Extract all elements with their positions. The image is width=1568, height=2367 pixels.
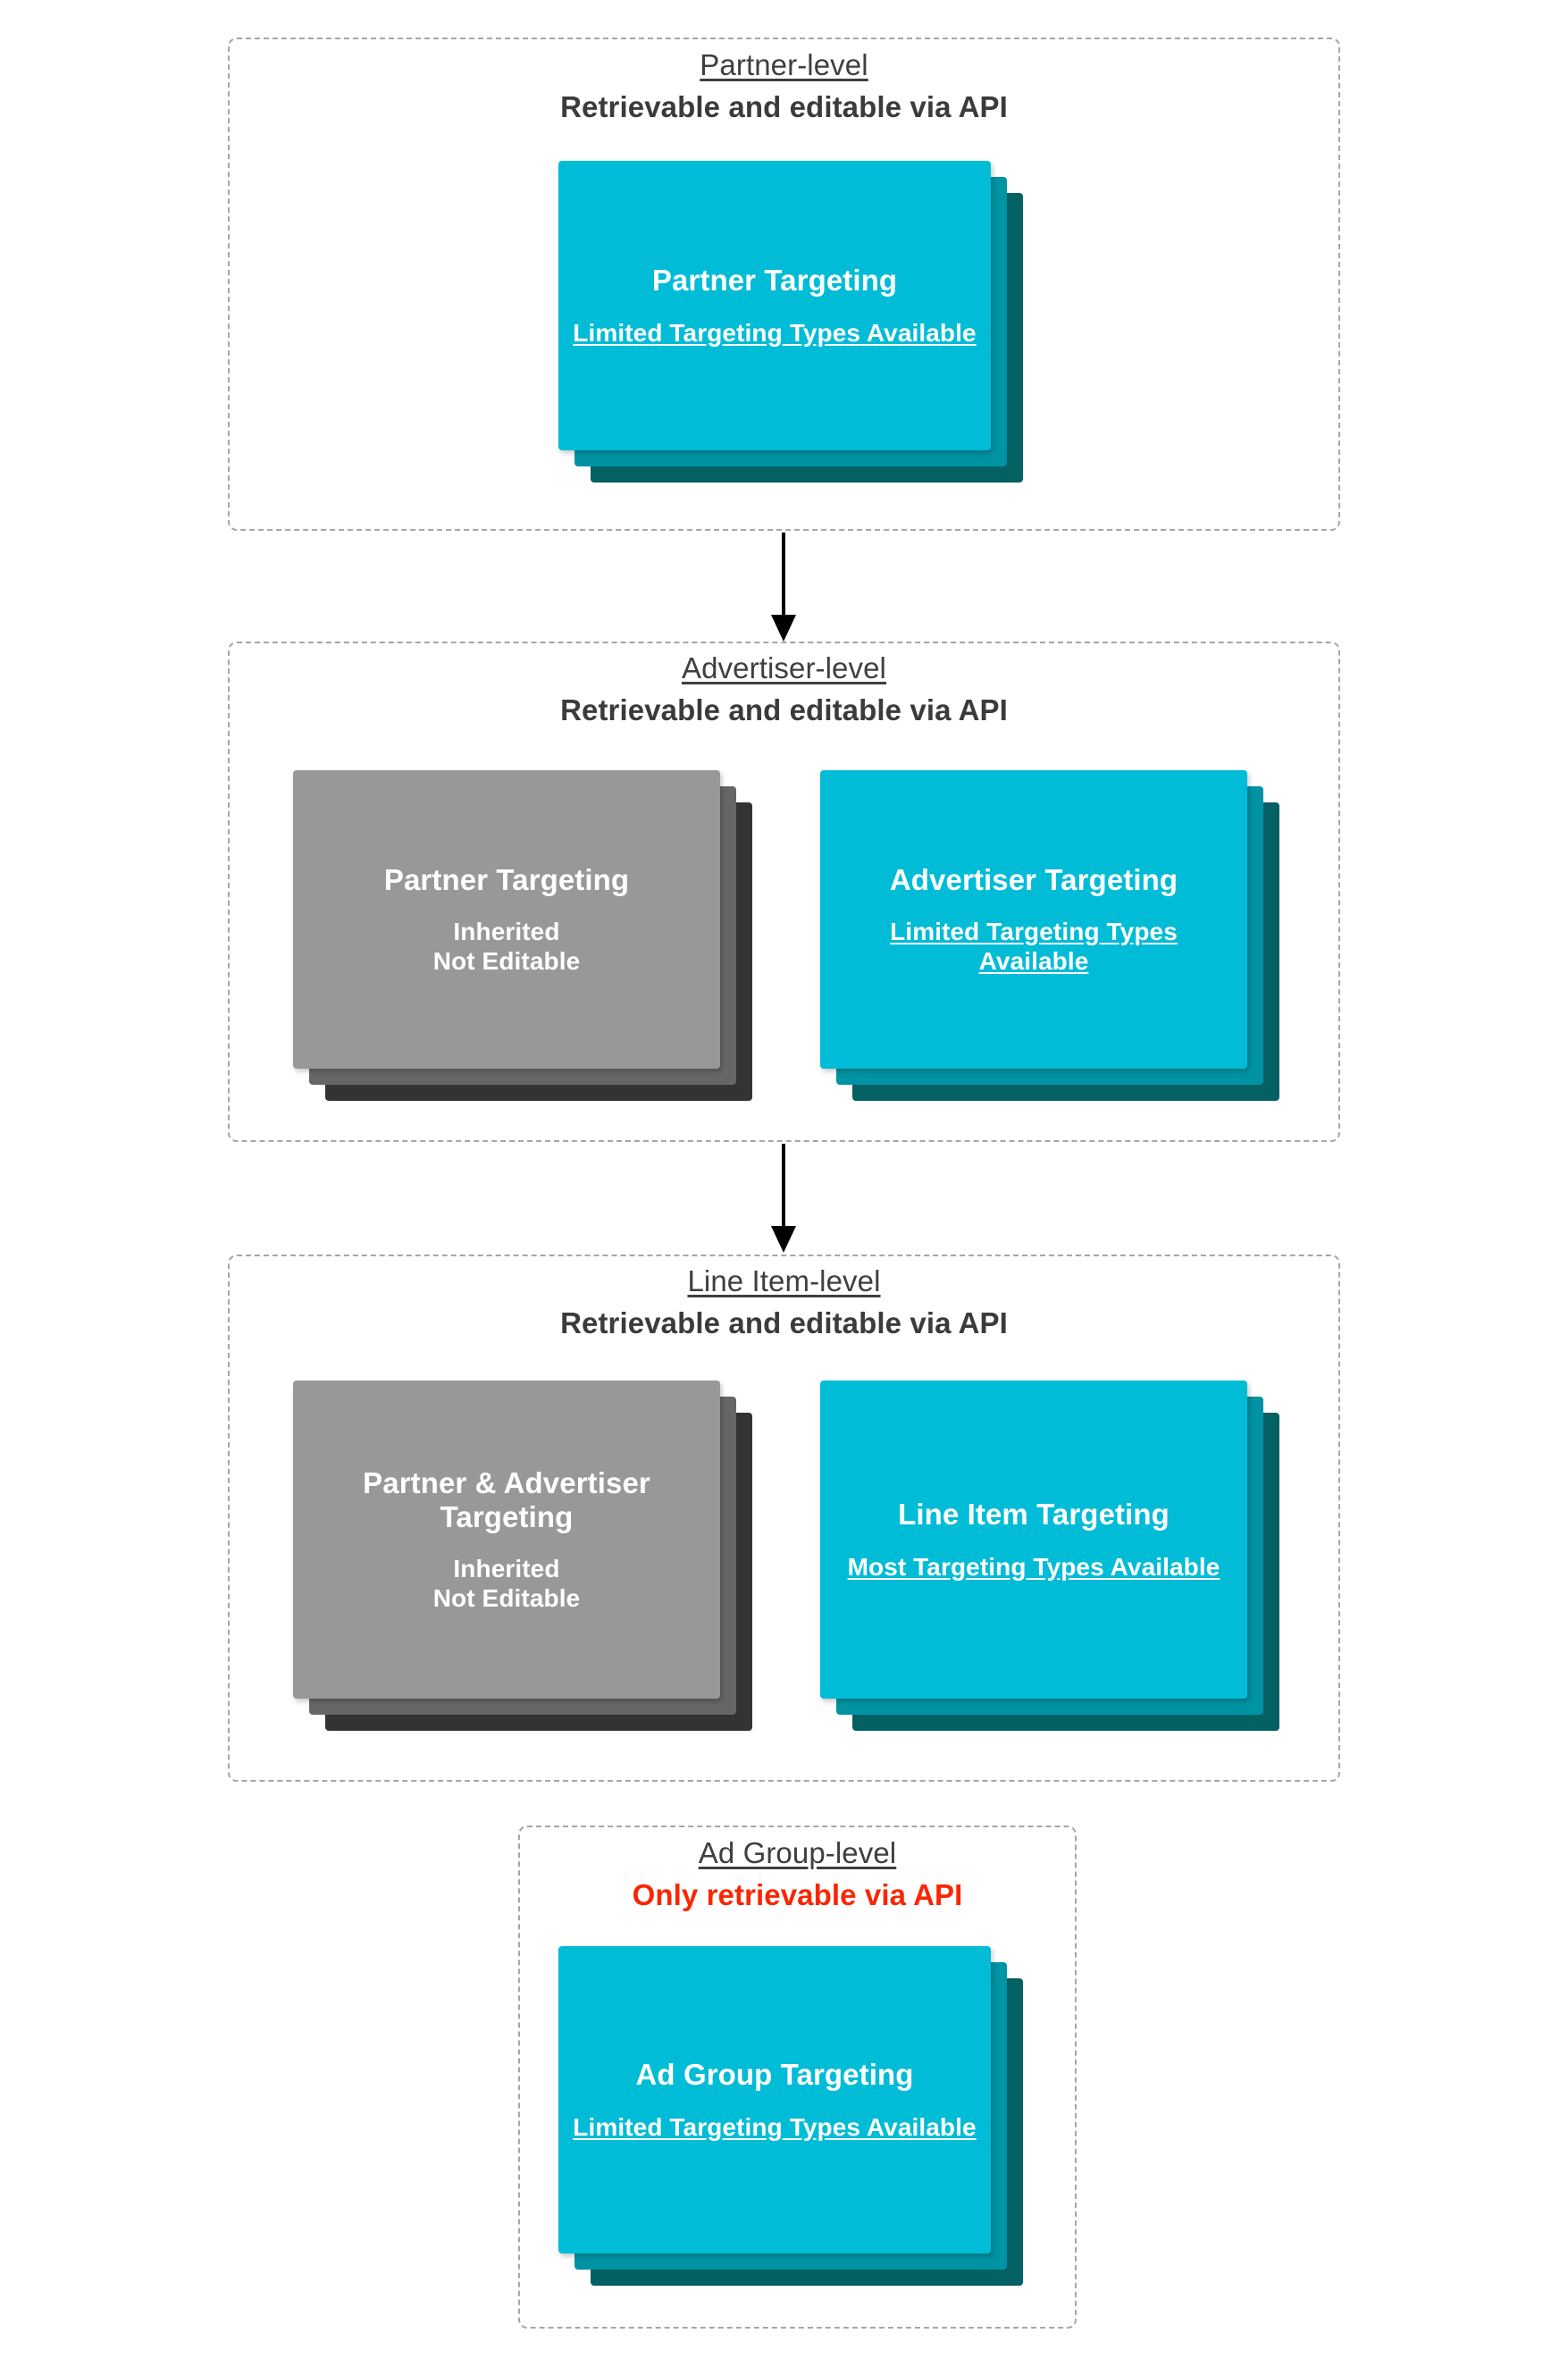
level-subtitle: Retrievable and editable via API xyxy=(560,90,1008,124)
card-layer-front: Partner & Advertiser Targeting Inherited… xyxy=(293,1381,720,1699)
level-container-line-item xyxy=(228,1255,1340,1782)
arrow-advertiser-to-line-item xyxy=(771,1144,796,1253)
card-stack-line-item-inherited[interactable]: Partner & Advertiser Targeting Inherited… xyxy=(293,1381,758,1738)
card-layer-front: Partner Targeting Inherited Not Editable xyxy=(293,770,720,1069)
card-title: Partner Targeting xyxy=(651,264,898,298)
level-title: Advertiser-level xyxy=(681,651,886,684)
card-layer-front: Advertiser Targeting Limited Targeting T… xyxy=(820,770,1247,1069)
card-subtitle: Most Targeting Types Available xyxy=(847,1552,1220,1581)
level-container-advertiser xyxy=(228,642,1340,1142)
card-layer-front: Line Item Targeting Most Targeting Types… xyxy=(820,1381,1247,1699)
level-header-line-item: Line Item-level Retrievable and editable… xyxy=(228,1263,1340,1342)
card-title: Ad Group Targeting xyxy=(635,2058,914,2092)
card-title: Partner & Advertiser Targeting xyxy=(363,1465,650,1533)
card-stack-advertiser-inherited-partner[interactable]: Partner Targeting Inherited Not Editable xyxy=(293,770,758,1101)
card-title: Partner Targeting xyxy=(383,862,630,896)
level-container-ad-group xyxy=(518,1826,1077,2329)
card-title: Advertiser Targeting xyxy=(889,862,1178,896)
card-layer-front: Partner Targeting Limited Targeting Type… xyxy=(558,161,991,450)
card-stack-partner-targeting[interactable]: Partner Targeting Limited Targeting Type… xyxy=(558,161,1023,483)
card-subtitle: Limited Targeting Types Available xyxy=(890,918,1178,976)
card-subtitle: Limited Targeting Types Available xyxy=(573,318,977,347)
card-subtitle: Inherited Not Editable xyxy=(432,1555,581,1613)
card-subtitle: Inherited Not Editable xyxy=(432,918,581,976)
card-stack-ad-group-targeting[interactable]: Ad Group Targeting Limited Targeting Typ… xyxy=(558,1946,1023,2286)
arrow-partner-to-advertiser xyxy=(771,533,796,642)
level-header-partner: Partner-level Retrievable and editable v… xyxy=(228,46,1340,126)
level-subtitle: Retrievable and editable via API xyxy=(560,693,1008,727)
card-layer-front: Ad Group Targeting Limited Targeting Typ… xyxy=(558,1946,991,2254)
level-container-partner xyxy=(228,38,1340,531)
level-title: Line Item-level xyxy=(687,1264,881,1297)
level-header-advertiser: Advertiser-level Retrievable and editabl… xyxy=(228,650,1340,729)
level-subtitle: Retrievable and editable via API xyxy=(560,1306,1008,1340)
level-subtitle: Only retrievable via API xyxy=(632,1878,963,1912)
card-stack-advertiser-targeting[interactable]: Advertiser Targeting Limited Targeting T… xyxy=(820,770,1285,1101)
level-title: Partner-level xyxy=(700,48,868,81)
card-title: Line Item Targeting xyxy=(898,1498,1170,1532)
level-title: Ad Group-level xyxy=(698,1836,897,1869)
card-stack-line-item-targeting[interactable]: Line Item Targeting Most Targeting Types… xyxy=(820,1381,1285,1738)
level-header-ad-group: Ad Group-level Only retrievable via API xyxy=(518,1834,1077,1914)
card-subtitle: Limited Targeting Types Available xyxy=(573,2112,977,2141)
